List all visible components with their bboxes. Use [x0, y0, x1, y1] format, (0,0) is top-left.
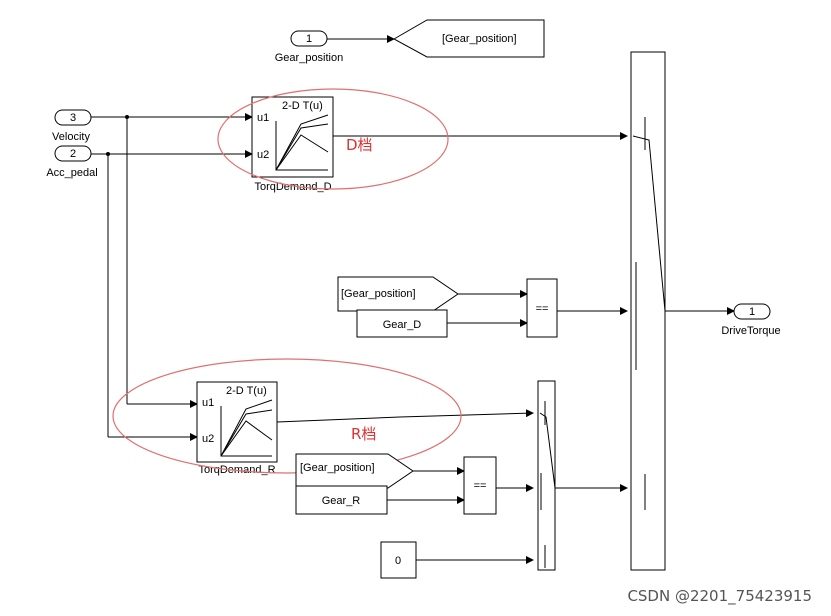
constant-gear-r-label: Gear_R	[322, 495, 361, 507]
lookup-r-title: 2-D T(u)	[226, 385, 267, 397]
from-tag-2-label: [Gear_position]	[300, 462, 375, 474]
constant-zero[interactable]: 0	[380, 541, 417, 579]
constant-gear-d[interactable]: Gear_D	[356, 309, 448, 338]
inport-velocity-number: 3	[70, 112, 76, 124]
inport-velocity-label: Velocity	[52, 131, 90, 143]
outport-drive-torque[interactable]: 1 DriveTorque	[721, 303, 781, 337]
inport-gear-position-label: Gear_position	[275, 52, 344, 64]
compare-1-op: ==	[536, 303, 549, 315]
from-tag-1-label: [Gear_position]	[341, 288, 416, 300]
lookup-d-in1: u1	[257, 112, 269, 124]
annotation-r: R档	[351, 425, 376, 443]
compare-block-1[interactable]: ==	[526, 278, 558, 338]
wires-acc-pedal	[91, 150, 253, 441]
annotation-ellipse-d	[217, 88, 449, 190]
inport-acc-pedal-label: Acc_pedal	[46, 167, 97, 179]
inport-acc-pedal[interactable]: 2 Acc_pedal	[46, 145, 98, 179]
constant-gear-r[interactable]: Gear_R	[295, 485, 388, 515]
annotation-d: D档	[346, 136, 373, 154]
lookup-r-curves-icon	[220, 399, 273, 457]
annotation-ellipse-r	[112, 358, 462, 474]
inport-gear-position-number: 1	[306, 33, 312, 45]
from-gear-position-2[interactable]: [Gear_position]	[295, 453, 414, 489]
goto-gear-position[interactable]: [Gear_position]	[392, 19, 545, 58]
inport-velocity[interactable]: 3 Velocity	[52, 109, 92, 143]
wire-lookup-r-to-switch	[276, 409, 534, 423]
outport-number: 1	[749, 306, 755, 318]
lookup-r-name: TorqDemand_R	[198, 464, 275, 476]
inport-acc-pedal-number: 2	[70, 148, 76, 160]
compare-2-op: ==	[474, 480, 487, 492]
from-gear-position-1[interactable]: [Gear_position]	[337, 276, 459, 312]
inport-gear-position[interactable]: 1 Gear_position	[275, 30, 344, 64]
lookup-table-d[interactable]: 2-D T(u) u1 u2 TorqDemand_D	[251, 96, 334, 193]
lookup-d-in2: u2	[257, 149, 269, 161]
outport-label: DriveTorque	[721, 325, 780, 337]
lookup-r-in2: u2	[202, 433, 214, 445]
watermark: CSDN @2201_75423915	[627, 587, 812, 606]
goto-tag-label: [Gear_position]	[442, 33, 517, 45]
wires-velocity	[91, 113, 253, 408]
lookup-d-title: 2-D T(u)	[282, 100, 323, 112]
compare-block-2[interactable]: ==	[463, 456, 497, 515]
lookup-r-in1: u1	[202, 397, 214, 409]
constant-gear-d-label: Gear_D	[383, 319, 422, 331]
constant-zero-label: 0	[395, 555, 401, 567]
lookup-d-curves-icon	[275, 114, 329, 171]
main-switch[interactable]	[630, 51, 666, 571]
lookup-d-name: TorqDemand_D	[254, 181, 331, 193]
lookup-table-r[interactable]: 2-D T(u) u1 u2 TorqDemand_R	[196, 381, 278, 476]
secondary-switch[interactable]	[537, 380, 556, 571]
